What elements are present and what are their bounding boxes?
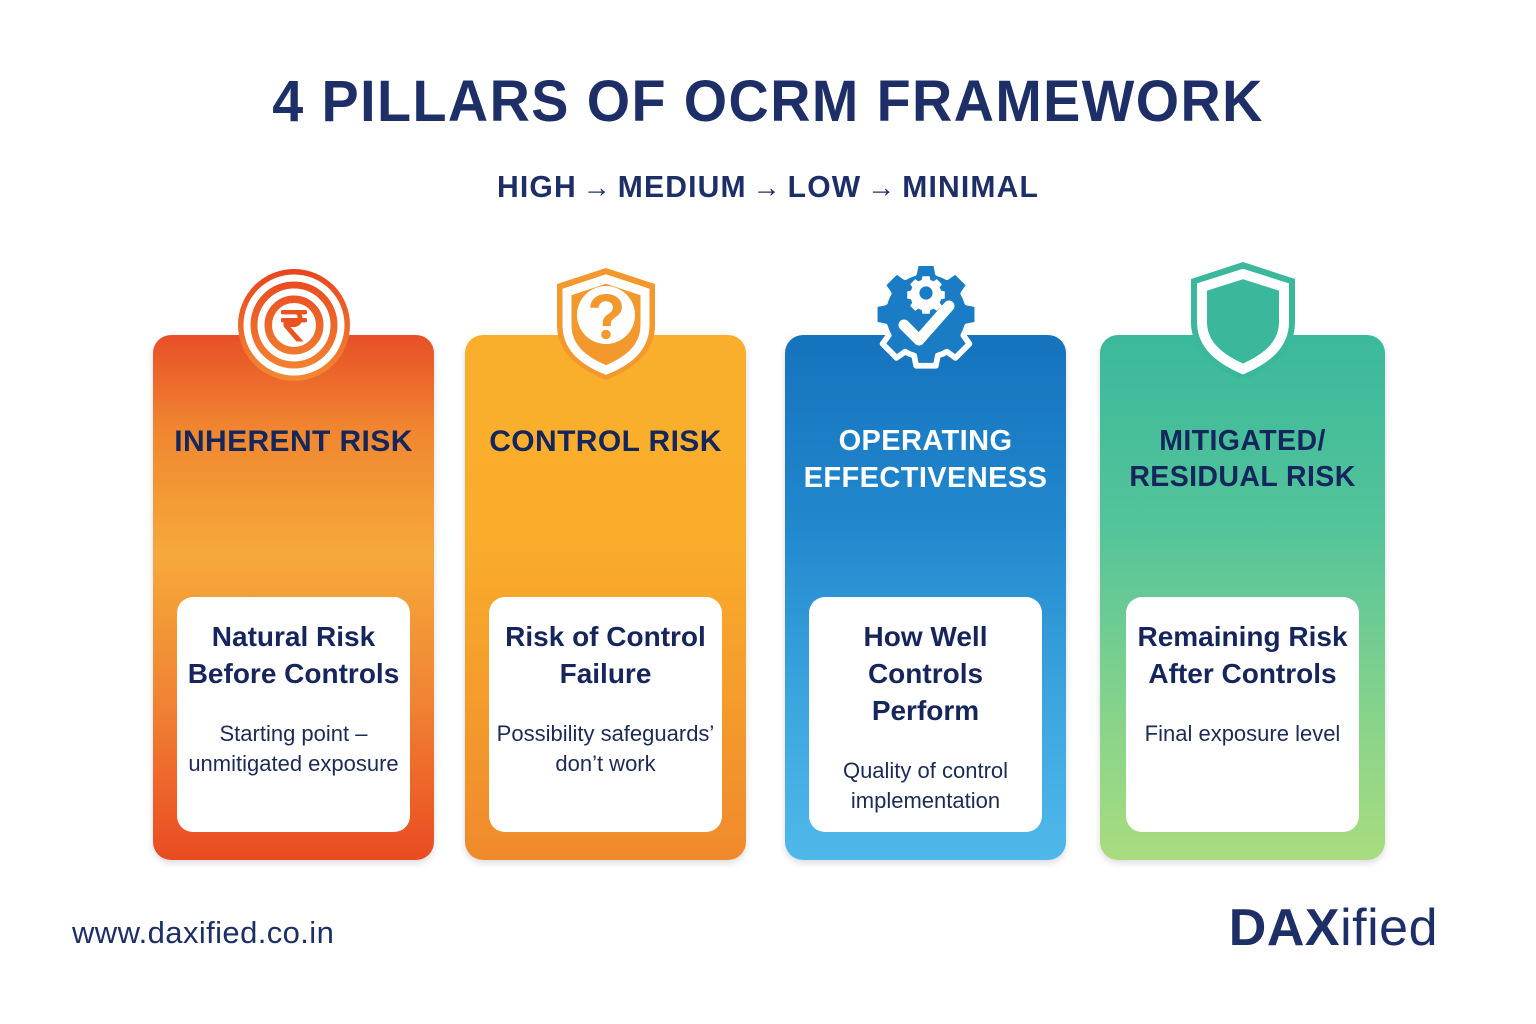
card-description-operating-effectiveness: Quality of control implementation <box>842 757 1009 814</box>
rupee-coin-icon <box>153 263 434 383</box>
header: 4 PILLARS OF OCRM FRAMEWORK HIGH→MEDIUM→… <box>0 69 1536 205</box>
pillar-card-inherent-risk[interactable]: INHERENT RISK Natural Risk Before Contro… <box>153 269 434 860</box>
shield-check-icon <box>1100 262 1385 383</box>
pillar-card-mitigated-residual-risk[interactable]: MITIGATED/ RESIDUAL RISK Remaining Risk … <box>1100 262 1385 860</box>
card-headline-operating-effectiveness: How Well Controls Perform <box>863 621 988 726</box>
flow-step-minimal: MINIMAL <box>902 168 1039 204</box>
card-headline-control-risk: Risk of Control Failure <box>505 621 706 689</box>
flow-step-medium: MEDIUM <box>617 168 747 204</box>
card-body-control-risk: Risk of Control Failure Possibility safe… <box>489 597 722 832</box>
risk-flow-subtitle: HIGH→MEDIUM→LOW→MINIMAL <box>23 169 1513 205</box>
card-title-mitigated-residual-risk: MITIGATED/ RESIDUAL RISK <box>1129 425 1356 494</box>
brand-logo-light: ified <box>1340 899 1438 957</box>
card-description-mitigated-residual-risk: Final exposure level <box>1144 720 1341 746</box>
brand-logo-bold: DAX <box>1228 899 1341 957</box>
card-description-inherent-risk: Starting point –unmitigated exposure <box>188 720 399 777</box>
page-title: 4 PILLARS OF OCRM FRAMEWORK <box>272 69 1264 134</box>
brand-logo: DAXified <box>1229 898 1438 958</box>
website-url[interactable]: www.daxified.co.in <box>72 915 335 950</box>
pillar-card-operating-effectiveness[interactable]: OPERATING EFFECTIVENESS How Well Control… <box>785 260 1066 860</box>
gear-check-icon <box>785 260 1066 383</box>
card-body-operating-effectiveness: How Well Controls Perform Quality of con… <box>809 597 1042 832</box>
card-description-control-risk: Possibility safeguards’ don’t work <box>496 720 715 777</box>
card-body-mitigated-residual-risk: Remaining Risk After Controls Final expo… <box>1126 597 1359 832</box>
flow-step-low: LOW <box>787 168 862 204</box>
pillar-card-control-risk[interactable]: CONTROL RISK Risk of Control Failure Pos… <box>465 268 746 860</box>
flow-arrow-icon-2: → <box>752 171 782 204</box>
flow-step-high: HIGH <box>497 168 577 204</box>
pillar-cards-row: INHERENT RISK Natural Risk Before Contro… <box>153 260 1385 868</box>
flow-arrow-icon-1: → <box>582 171 612 204</box>
shield-question-icon <box>465 263 746 383</box>
card-title-control-risk: CONTROL RISK <box>489 425 722 458</box>
card-headline-mitigated-residual-risk: Remaining Risk After Controls <box>1137 621 1348 689</box>
card-headline-inherent-risk: Natural Risk Before Controls <box>187 621 400 689</box>
card-title-inherent-risk: INHERENT RISK <box>174 425 413 458</box>
flow-arrow-icon-3: → <box>867 171 897 204</box>
card-body-inherent-risk: Natural Risk Before Controls Starting po… <box>177 597 410 832</box>
card-title-operating-effectiveness: OPERATING EFFECTIVENESS <box>803 425 1048 495</box>
